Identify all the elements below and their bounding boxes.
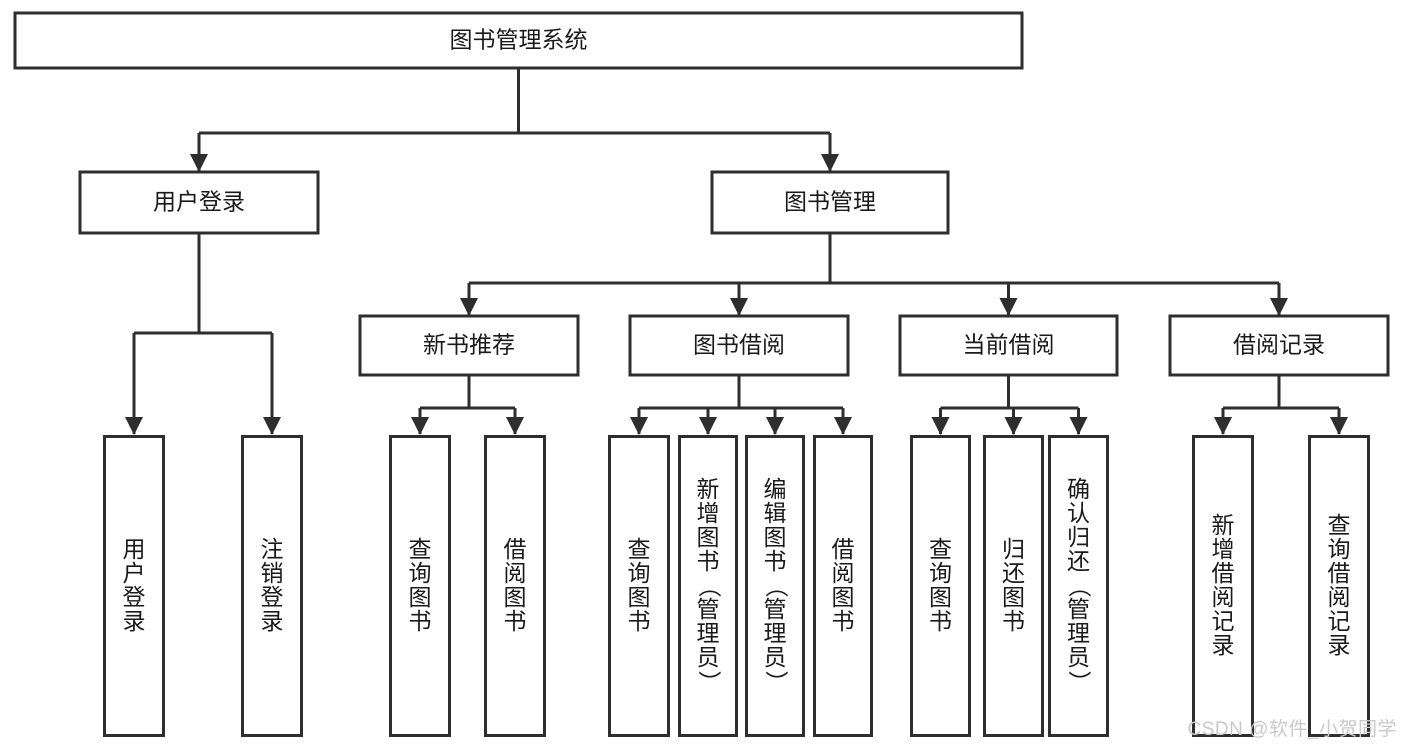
arrow-head-icon — [125, 417, 143, 435]
node-leaf-user-login[interactable]: 用户登录 — [103, 435, 165, 737]
node-label-leaf-return-book: 归还图书 — [1002, 536, 1025, 634]
arrow-head-icon — [699, 417, 717, 435]
node-user-login[interactable]: 用户登录 — [78, 170, 320, 235]
node-label-leaf-user-login: 用户登录 — [122, 536, 146, 634]
node-box-user-login — [78, 170, 320, 235]
node-leaf-query-book-3[interactable]: 查询图书 — [910, 435, 971, 737]
node-leaf-user-logout[interactable]: 注销登录 — [241, 435, 303, 737]
arrow-head-icon — [931, 417, 950, 435]
node-label-current-borrow: 当前借阅 — [963, 332, 1055, 358]
arrow-head-icon — [1214, 417, 1232, 435]
node-box-new-book-recommend — [358, 314, 580, 377]
node-label-leaf-query-borrow-record: 查询借阅记录 — [1327, 512, 1351, 658]
node-box-root — [13, 11, 1024, 70]
node-label-leaf-user-logout: 注销登录 — [260, 536, 284, 634]
node-label-new-book-recommend: 新书推荐 — [423, 332, 515, 358]
node-label-leaf-edit-book-admin: 编辑图书（管理员） — [762, 476, 789, 694]
node-label-book-borrow: 图书借阅 — [693, 332, 785, 358]
arrow-head-icon — [1069, 417, 1088, 435]
arrow-head-icon — [730, 298, 748, 316]
node-box-book-borrow — [628, 314, 850, 377]
node-label-leaf-add-book-admin: 新增图书（管理员） — [695, 476, 722, 694]
arrow-head-icon — [506, 417, 524, 435]
node-book-manage[interactable]: 图书管理 — [710, 170, 950, 235]
node-box-current-borrow — [898, 314, 1119, 377]
arrow-head-icon — [821, 154, 839, 172]
node-label-leaf-borrow-book-1: 借阅图书 — [503, 536, 527, 634]
node-label-book-manage: 图书管理 — [784, 189, 876, 215]
node-label-leaf-query-book-2: 查询图书 — [627, 536, 651, 634]
arrow-head-icon — [630, 417, 648, 435]
node-current-borrow[interactable]: 当前借阅 — [898, 314, 1119, 377]
node-book-borrow[interactable]: 图书借阅 — [628, 314, 850, 377]
arrow-head-icon — [999, 298, 1018, 316]
node-label-borrow-record: 借阅记录 — [1233, 332, 1325, 358]
node-label-leaf-query-book-1: 查询图书 — [408, 536, 432, 634]
node-leaf-edit-book-admin[interactable]: 编辑图书（管理员） — [745, 435, 805, 737]
arrow-head-icon — [460, 298, 478, 316]
arrow-head-icon — [263, 417, 281, 435]
arrow-head-icon — [1270, 298, 1288, 316]
node-root[interactable]: 图书管理系统 — [13, 11, 1024, 70]
node-borrow-record[interactable]: 借阅记录 — [1168, 314, 1390, 377]
node-leaf-borrow-book-1[interactable]: 借阅图书 — [484, 435, 546, 737]
node-label-leaf-add-borrow-record: 新增借阅记录 — [1211, 512, 1235, 658]
node-leaf-return-book[interactable]: 归还图书 — [983, 435, 1044, 737]
node-leaf-borrow-book-2[interactable]: 借阅图书 — [813, 435, 873, 737]
connectors-layer — [125, 68, 1348, 435]
arrow-head-icon — [1330, 417, 1348, 435]
node-label-root: 图书管理系统 — [450, 27, 588, 53]
node-leaf-query-borrow-record[interactable]: 查询借阅记录 — [1308, 435, 1370, 737]
arrow-head-icon — [1004, 417, 1023, 435]
node-leaf-query-book-2[interactable]: 查询图书 — [608, 435, 670, 737]
node-box-borrow-record — [1168, 314, 1390, 377]
node-label-leaf-confirm-return-admin: 确认归还（管理员） — [1066, 476, 1093, 694]
watermark-label: CSDN @软件_小贺同学 — [1187, 719, 1397, 740]
arrow-head-icon — [411, 417, 429, 435]
arrow-head-icon — [190, 154, 208, 172]
node-leaf-query-book-1[interactable]: 查询图书 — [389, 435, 451, 737]
node-leaf-add-borrow-record[interactable]: 新增借阅记录 — [1192, 435, 1254, 737]
node-label-user-login: 用户登录 — [153, 189, 245, 215]
node-leaf-add-book-admin[interactable]: 新增图书（管理员） — [678, 435, 738, 737]
node-leaf-confirm-return-admin[interactable]: 确认归还（管理员） — [1048, 435, 1109, 737]
node-label-leaf-query-book-3: 查询图书 — [929, 536, 952, 634]
node-box-book-manage — [710, 170, 950, 235]
node-new-book-recommend[interactable]: 新书推荐 — [358, 314, 580, 377]
node-label-leaf-borrow-book-2: 借阅图书 — [831, 536, 855, 634]
arrow-head-icon — [766, 417, 784, 435]
arrow-head-icon — [834, 417, 852, 435]
